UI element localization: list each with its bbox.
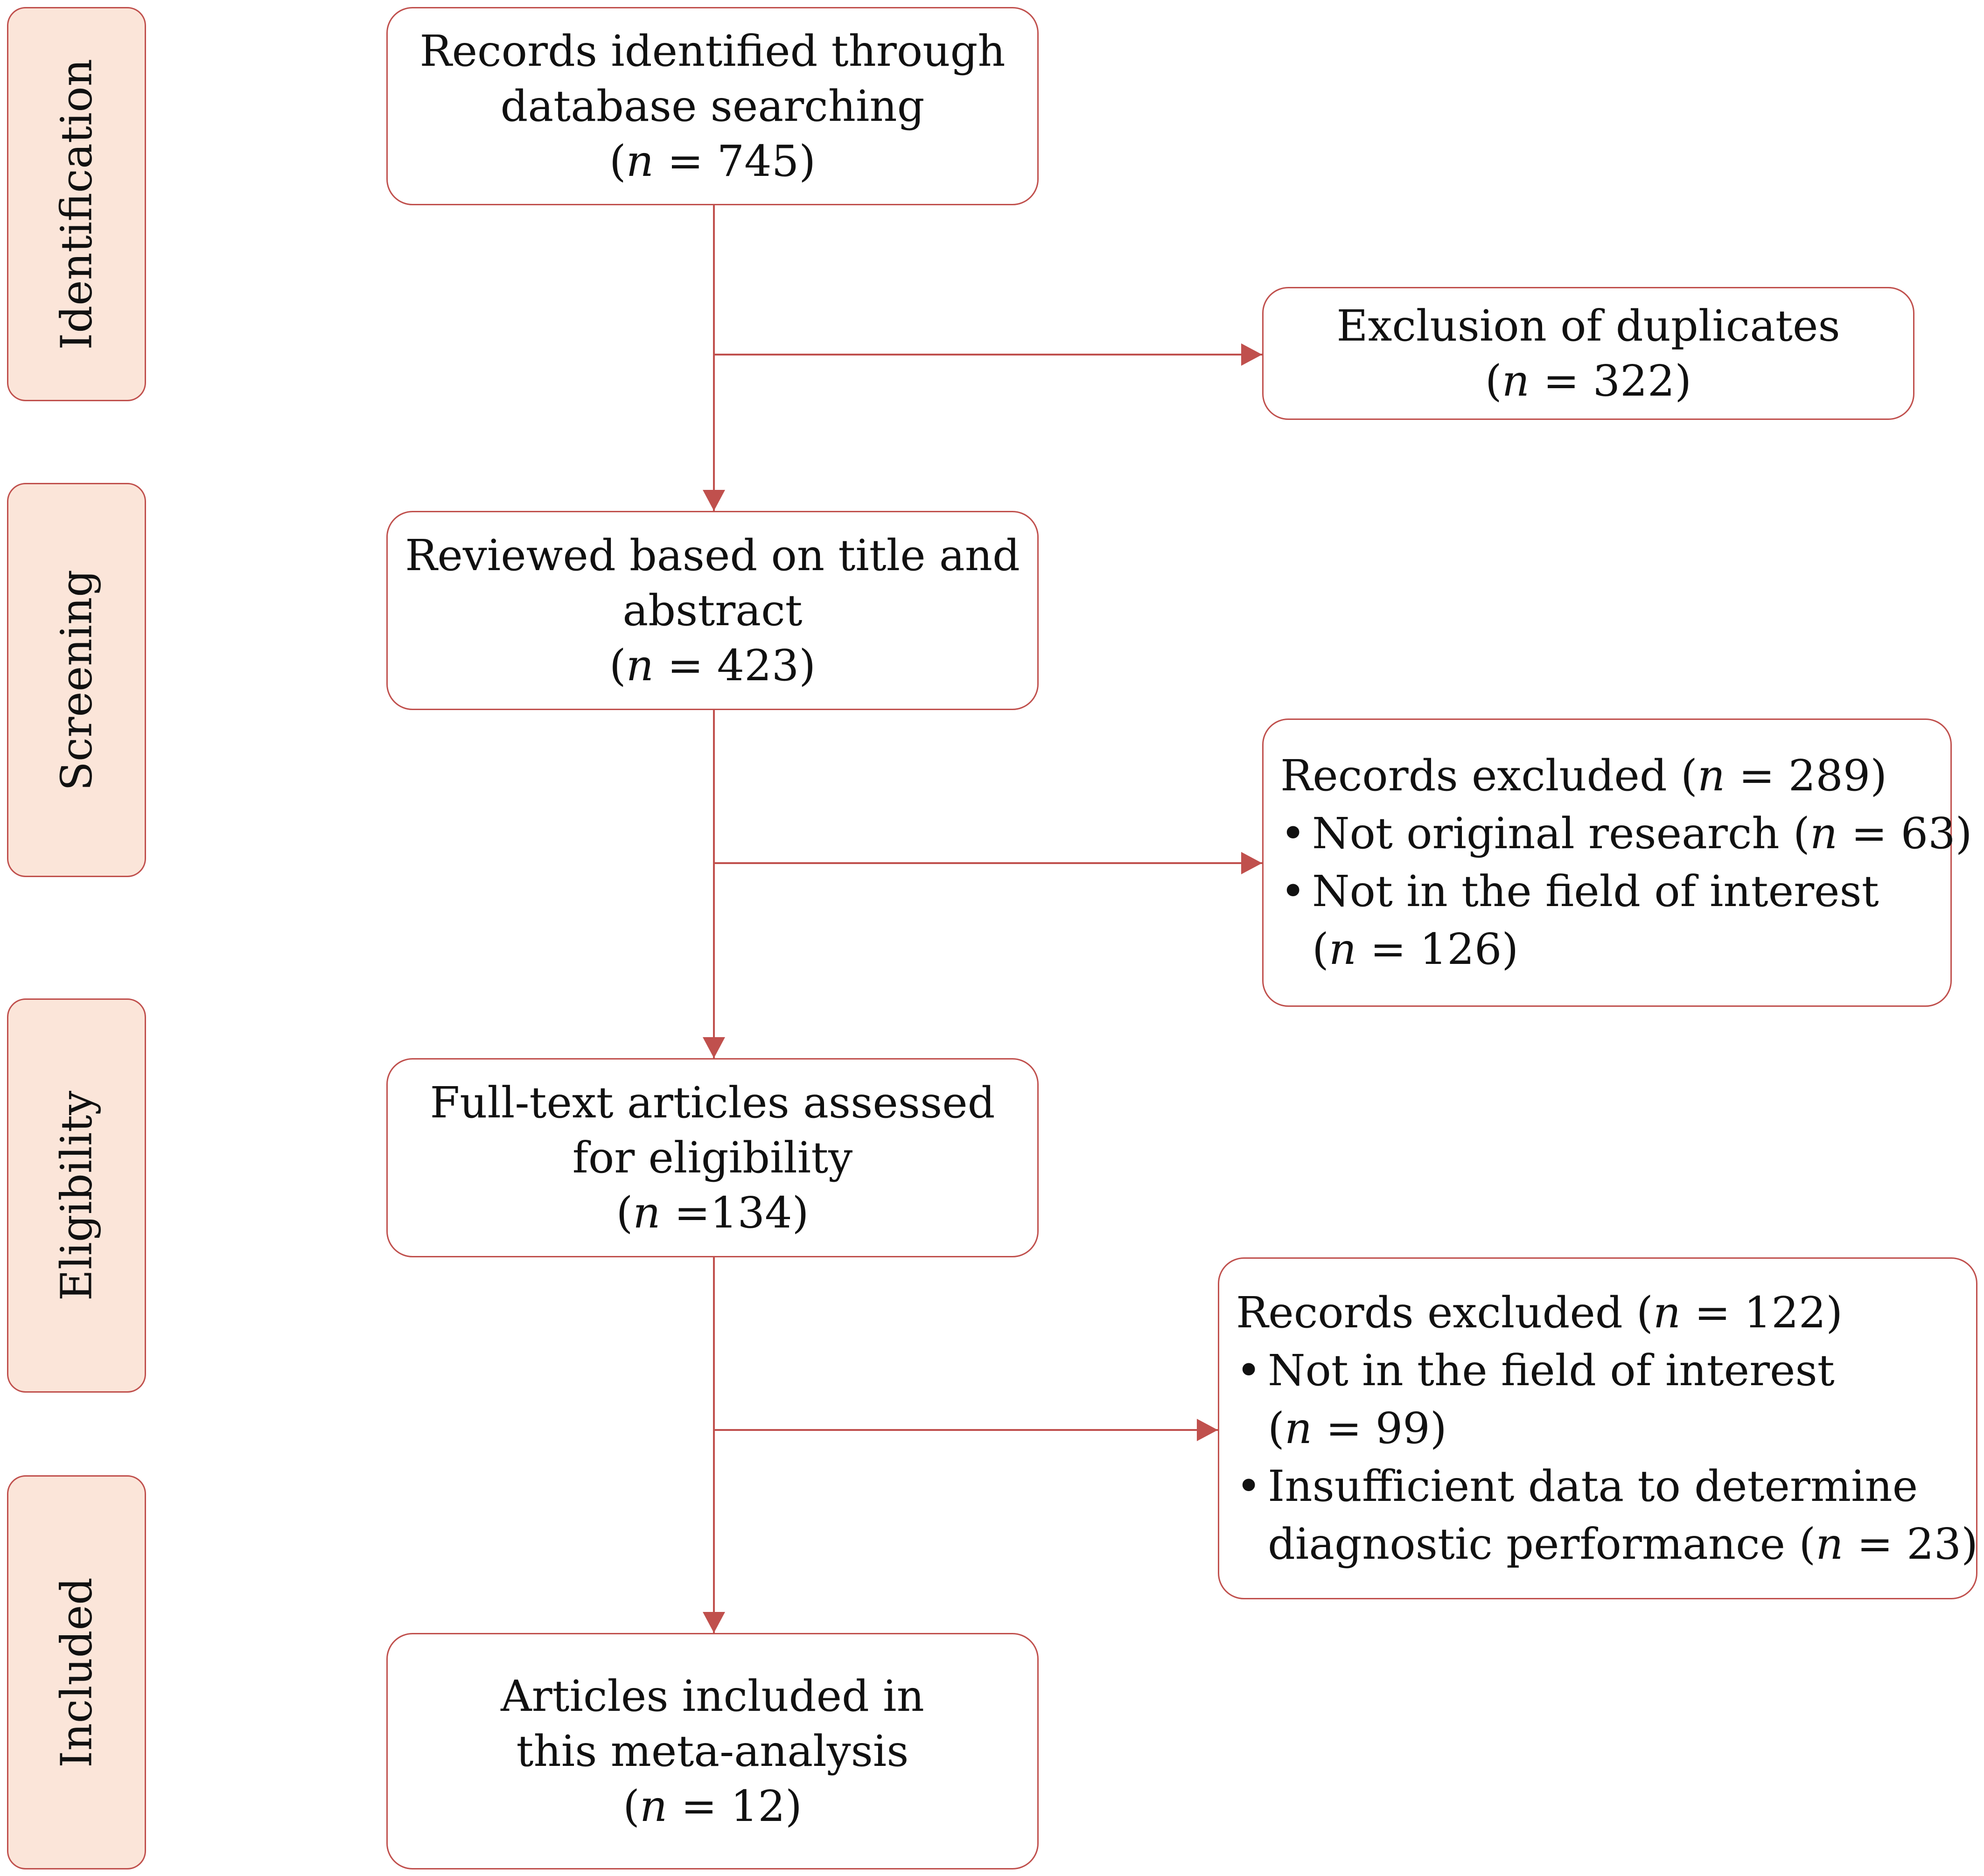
excluded-eligibility-item-2: •Insufficient data to determine [1236,1458,1967,1515]
box-duplicates-line1: Exclusion of duplicates [1336,300,1840,351]
arrowhead-right-2 [1241,852,1262,874]
box-included-count: (n = 12) [388,1779,1037,1834]
count-n: n [1809,809,1838,858]
excluded-eligibility-heading: Records excluded (n = 122) [1236,1284,1967,1342]
phase-eligibility: Eligibility [7,998,146,1393]
count-value: = 423) [654,640,816,690]
bullet-icon: • [1280,866,1306,916]
box-fulltext-line1: Full-text articles assessed [430,1077,995,1128]
box-reviewed-line1: Reviewed based on title and [405,530,1020,580]
phase-included: Included [7,1475,146,1869]
phase-included-label: Included [51,1577,102,1768]
box-included-line1: Articles included in [501,1671,924,1721]
count-value: = 12) [667,1781,802,1831]
count-value: = 23) [1843,1519,1978,1569]
count-prefix: ( [609,136,626,186]
count-value: = 289) [1725,751,1887,801]
box-fulltext-assessed: Full-text articles assessed for eligibil… [386,1058,1039,1257]
box-identified-count: (n = 745) [388,134,1037,189]
phase-identification: Identification [7,7,146,401]
count-prefix: ( [609,640,626,690]
bullet-icon: • [1236,1345,1262,1395]
count-n: n [633,1187,661,1238]
box-records-excluded-eligibility: Records excluded (n = 122) •Not in the f… [1218,1257,1978,1599]
box-duplicates-count: (n = 322) [1264,354,1913,409]
count-n: n [626,640,654,690]
box-reviewed-line2: abstract [622,585,803,635]
item-text: Not in the field of interest [1312,866,1879,916]
box-reviewed-count: (n = 423) [388,638,1037,693]
box-identified-line1: Records identified through [419,26,1006,76]
excluded-screening-heading: Records excluded (n = 289) [1280,747,1941,805]
excluded-screening-item-2: •Not in the field of interest [1280,863,1941,921]
count-n: n [1816,1519,1844,1569]
count-n: n [1284,1403,1313,1453]
heading-text: Records excluded ( [1280,751,1698,801]
item-text: diagnostic performance ( [1268,1519,1816,1569]
box-identified-line2: database searching [500,81,925,131]
count-value: = 126) [1356,924,1519,974]
count-value: = 122) [1681,1287,1843,1338]
excluded-eligibility-item-1-count: (n = 99) [1236,1400,1967,1458]
count-n: n [640,1781,668,1831]
item-text: Not in the field of interest [1268,1345,1835,1395]
box-articles-included: Articles included in this meta-analysis … [386,1633,1039,1869]
count-n: n [626,136,654,186]
count-value: = 99) [1312,1403,1447,1453]
excluded-screening-item-1: •Not original research (n = 63) [1280,805,1972,863]
bullet-icon: • [1236,1461,1262,1511]
phase-eligibility-label: Eligibility [51,1090,102,1301]
count-prefix: ( [1312,924,1329,974]
count-n: n [1697,751,1726,801]
phase-screening: Screening [7,483,146,877]
arrowhead-right-3 [1197,1419,1218,1441]
count-value: =134) [660,1187,809,1238]
bullet-icon: • [1280,809,1306,858]
phase-identification-label: Identification [51,58,102,350]
count-prefix: ( [623,1781,640,1831]
heading-text: Records excluded ( [1236,1287,1653,1338]
excluded-screening-item-2-count: (n = 126) [1280,921,1941,978]
excluded-eligibility-item-1: •Not in the field of interest [1236,1342,1967,1400]
count-n: n [1328,924,1357,974]
excluded-eligibility-item-2-count: diagnostic performance (n = 23) [1236,1515,1978,1573]
box-records-excluded-screening: Records excluded (n = 289) •Not original… [1262,718,1972,1007]
count-value: = 745) [654,136,816,186]
count-prefix: ( [1485,356,1502,406]
box-records-identified: Records identified through database sear… [386,7,1039,205]
arrowhead-down-2 [703,1037,725,1058]
box-fulltext-count: (n =134) [388,1186,1037,1241]
arrowhead-down-3 [703,1612,725,1633]
item-text: Insufficient data to determine [1268,1461,1918,1511]
count-value: = 63) [1837,809,1972,858]
arrowhead-right-1 [1241,343,1262,366]
box-exclusion-duplicates: Exclusion of duplicates (n = 322) [1262,287,1914,420]
count-prefix: ( [1268,1403,1285,1453]
arrowhead-down-1 [703,490,725,511]
count-n: n [1653,1287,1681,1338]
phase-screening-label: Screening [51,569,102,791]
count-prefix: ( [616,1187,633,1238]
count-value: = 322) [1530,356,1692,406]
item-text: Not original research ( [1312,809,1810,858]
count-n: n [1502,356,1530,406]
box-fulltext-line2: for eligibility [572,1132,853,1183]
box-included-line2: this meta-analysis [516,1726,909,1776]
box-reviewed-title-abstract: Reviewed based on title and abstract (n … [386,511,1039,710]
